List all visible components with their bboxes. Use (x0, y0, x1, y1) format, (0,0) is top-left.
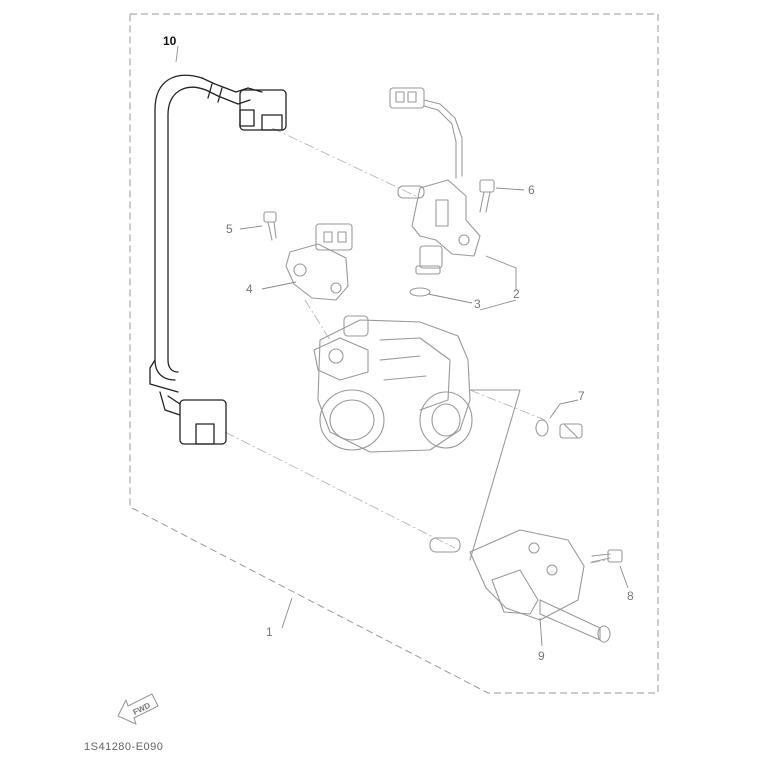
callout-3: 3 (474, 297, 481, 311)
callout-1: 1 (266, 625, 273, 639)
throttle-position-sensor (285, 223, 353, 301)
screw-part-8 (591, 549, 623, 563)
screw-part-7 (535, 419, 583, 439)
callout-10: 10 (163, 34, 177, 48)
callout-8: 8 (627, 589, 634, 603)
injector-assembly (389, 87, 481, 297)
leader-lines (175, 45, 629, 647)
callout-9: 9 (538, 649, 545, 663)
callout-labels: 10 1 2 3 4 5 6 7 8 9 (163, 34, 634, 663)
callout-2: 2 (513, 287, 520, 301)
reference-code: 1S41280-E090 (84, 741, 163, 753)
fuel-hose (149, 74, 287, 445)
center-lines (224, 127, 609, 564)
bracket-assembly (429, 529, 611, 643)
screw-part-5 (263, 211, 277, 241)
callout-6: 6 (528, 183, 535, 197)
assembly-frame (129, 13, 659, 694)
callout-5: 5 (226, 222, 233, 236)
fwd-arrow-icon: FWD (117, 693, 159, 725)
screw-part-6 (479, 179, 495, 213)
callout-7: 7 (578, 389, 585, 403)
callout-4: 4 (246, 282, 253, 296)
throttle-body (313, 315, 521, 561)
